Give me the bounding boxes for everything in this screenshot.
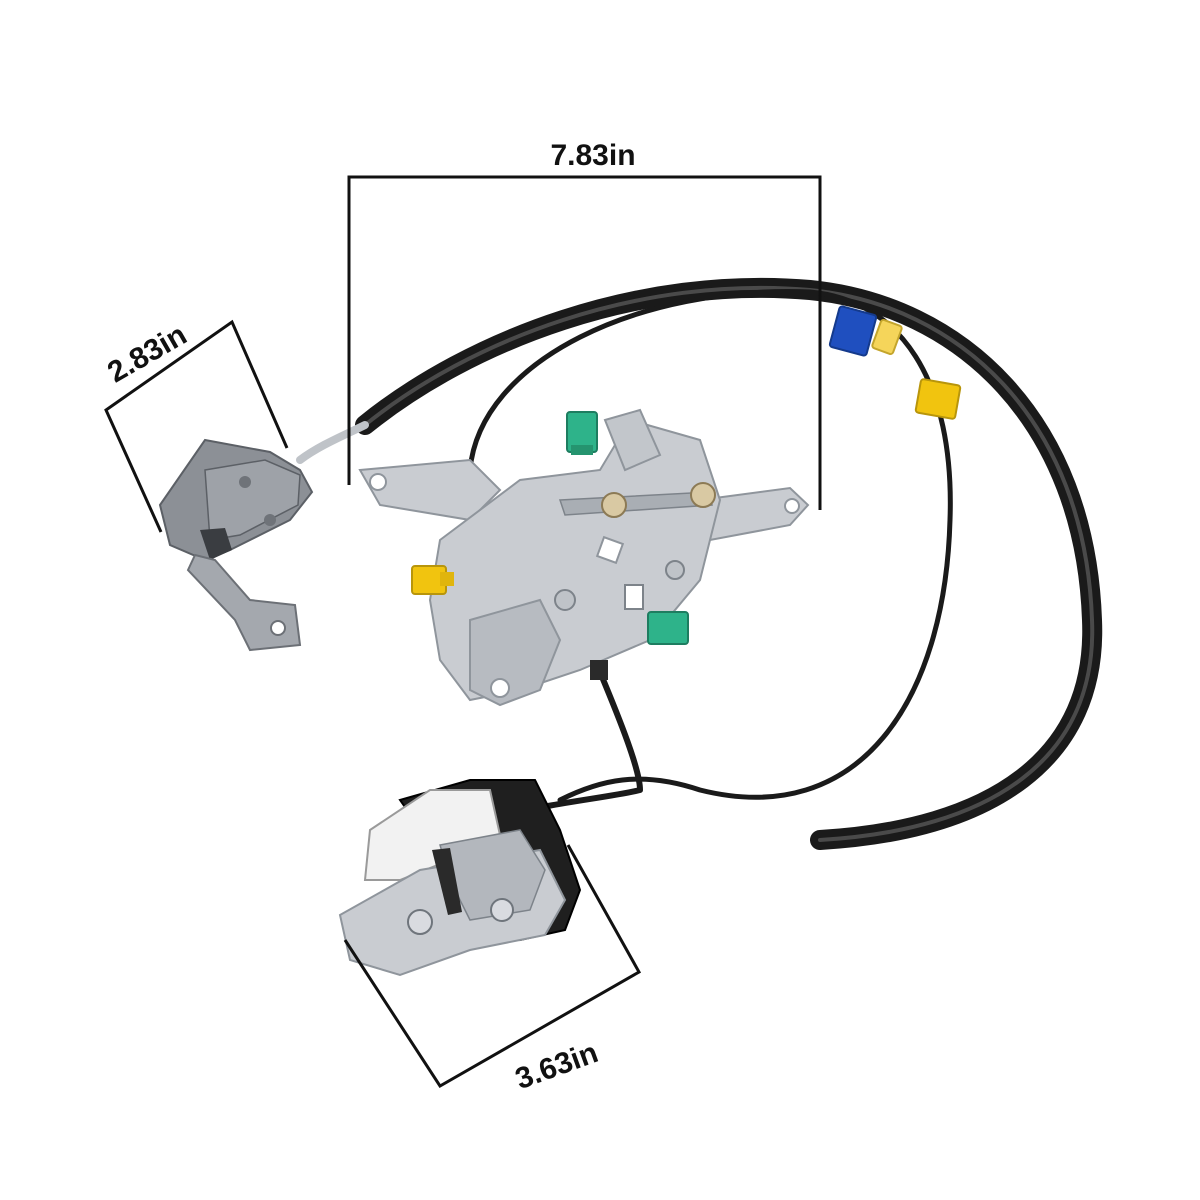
green-connector-bottom bbox=[647, 611, 689, 645]
outer-cable-highlight bbox=[363, 285, 1095, 842]
yellow-connector-left bbox=[411, 565, 454, 595]
pivot-rivet-2 bbox=[690, 482, 716, 508]
cable-bundle bbox=[296, 277, 1103, 850]
latch-lower-lobe bbox=[469, 598, 562, 707]
bottom-latch-bolt-2 bbox=[490, 898, 514, 922]
dimension-bracket-bottom-latch bbox=[343, 844, 642, 1089]
blue-connector bbox=[828, 305, 878, 357]
yellow-clip-small bbox=[871, 318, 903, 356]
actuator-arm bbox=[558, 491, 713, 516]
left-latch-bracket-hole bbox=[270, 620, 286, 636]
inner-cable bbox=[467, 289, 953, 803]
dimension-bracket-width bbox=[347, 175, 822, 510]
left-latch-rivet-1 bbox=[239, 476, 251, 488]
cable-grommet bbox=[590, 660, 608, 680]
bottom-latch-bolt-1 bbox=[407, 909, 433, 935]
pivot-rivet-1 bbox=[601, 492, 627, 518]
bottom-latch-slot bbox=[432, 848, 462, 915]
lobe-hole bbox=[490, 678, 510, 698]
dimension-left-latch bbox=[104, 319, 289, 533]
upper-tab bbox=[603, 408, 662, 472]
bracket-left-hole bbox=[369, 473, 387, 491]
wire-to-left-latch bbox=[296, 421, 369, 464]
main-latch-assembly bbox=[358, 408, 810, 707]
pivot-rivet-3 bbox=[554, 589, 576, 611]
dimension-bracket-left-latch bbox=[104, 319, 289, 533]
rect-slot bbox=[624, 584, 644, 610]
yellow-clip-large bbox=[914, 378, 962, 420]
square-slot bbox=[595, 535, 625, 565]
link-cable bbox=[545, 669, 643, 809]
pivot-rivet-4 bbox=[665, 560, 685, 580]
left-latch-rivet-2 bbox=[264, 514, 276, 526]
bottom-latch bbox=[338, 779, 582, 977]
dimension-bottom-latch bbox=[343, 844, 642, 1089]
dimension-label-width: 7.83in bbox=[550, 139, 635, 172]
dimension-width bbox=[347, 175, 822, 510]
cable-connectors bbox=[828, 305, 962, 420]
bracket-right-hole bbox=[784, 498, 800, 514]
left-latch-jaw bbox=[200, 528, 232, 560]
green-connector-top bbox=[566, 411, 598, 455]
left-latch bbox=[158, 438, 314, 652]
